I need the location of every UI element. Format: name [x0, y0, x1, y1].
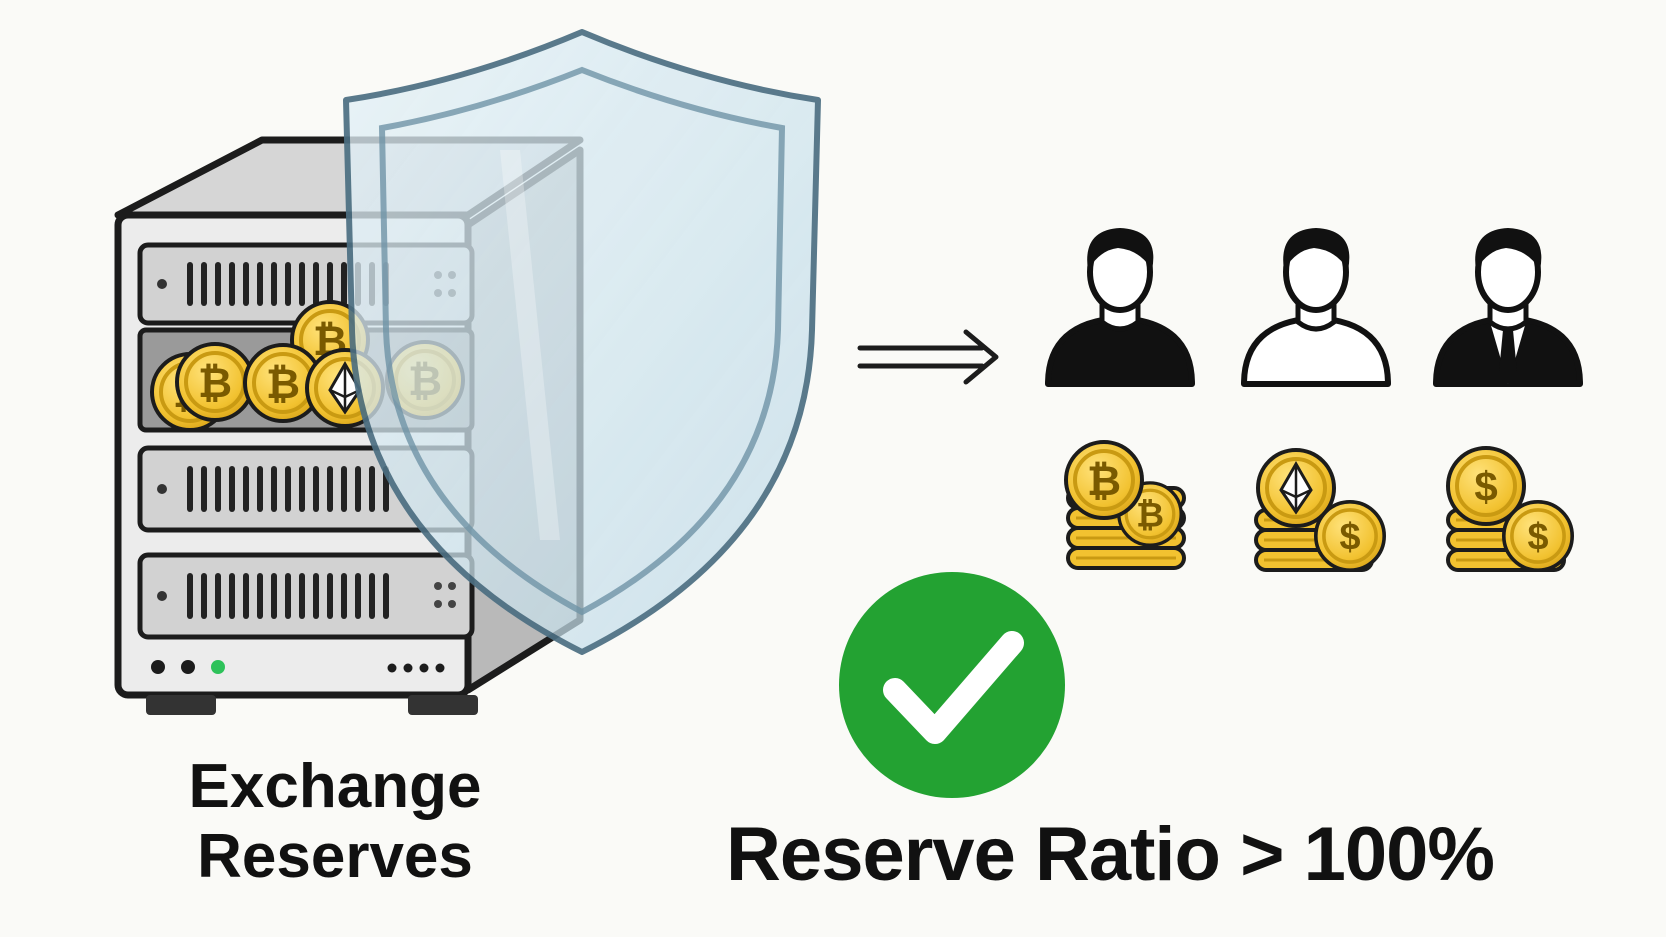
ethereum-stack-icon — [1254, 448, 1387, 573]
reserve-ratio-label: Reserve Ratio > 100% — [726, 812, 1495, 897]
exchange-reserves-label: Exchange Reserves — [130, 752, 540, 892]
check-icon — [839, 572, 1065, 798]
user-outline-icon — [1241, 228, 1391, 387]
status-light — [151, 660, 165, 674]
bitcoin-stack-icon — [1064, 440, 1186, 570]
dollar-stack-icon — [1446, 446, 1574, 573]
status-light — [181, 660, 195, 674]
double-arrow-right-icon — [857, 329, 999, 385]
user-suit-icon — [1433, 228, 1583, 387]
bitcoin-icon — [175, 342, 255, 422]
exchange-reserves-line1: Exchange — [188, 752, 482, 821]
user-icon — [1045, 228, 1195, 387]
status-light-green — [211, 660, 225, 674]
drive-bay — [137, 552, 475, 640]
shield-icon — [343, 29, 821, 655]
exchange-reserves-line2: Reserves — [197, 822, 473, 891]
